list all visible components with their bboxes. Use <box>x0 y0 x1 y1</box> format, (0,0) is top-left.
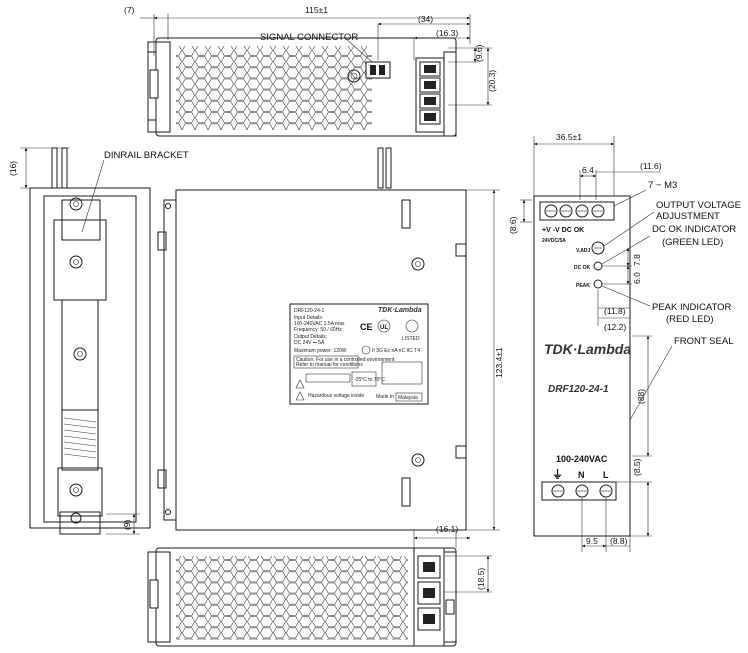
front-view: 36.5±1 6.4 (11.6) (8.6) +V -V DC OK 24VD… <box>508 132 741 552</box>
n-label: N <box>578 470 585 480</box>
nameplate-brand: TDK·Lambda <box>378 307 422 314</box>
nameplate-input-line1: 100-240VAC 1.5A max <box>294 321 345 327</box>
dim-overall-width: 115±1 <box>305 5 328 15</box>
input-terminals <box>551 484 613 498</box>
peak-indicator-label: PEAK INDICATOR <box>652 302 731 313</box>
dim-8-6: (8.6) <box>508 216 518 234</box>
bottom-view: (16.1) (18.5) <box>147 524 492 647</box>
dim-bottom-pitch: (18.5) <box>476 568 486 590</box>
dim-terminal-span: (16.3) <box>436 28 458 38</box>
nameplate-input-title: Input Details: <box>294 315 323 321</box>
input-label: 100-240VAC <box>556 454 608 464</box>
nameplate-warn2: Refer to manual for conditions <box>296 362 363 368</box>
dim-top-offset: (16) <box>8 161 18 176</box>
dim-main-height: 123.4±1 <box>494 347 504 378</box>
nameplate-cert: II 3G Ex nA nC IIC T4 <box>372 348 420 354</box>
dim-pitch-6-4: 6.4 <box>582 165 594 175</box>
dim-8-5: (8.5) <box>632 458 642 476</box>
main-view: 123.4±1 DRF120-24-1 TDK·Lambda Input Det… <box>157 147 504 531</box>
dim-left-offset: (7) <box>124 5 135 15</box>
front-brand: TDK·Lambda <box>544 341 631 357</box>
front-seal-label: FRONT SEAL <box>674 336 733 347</box>
nameplate-model: DRF120-24-1 <box>294 308 325 314</box>
screws-label: 7 − M3 <box>648 180 677 191</box>
dim-7-8: 7.8 <box>632 254 642 266</box>
listed-label: LISTED <box>402 336 420 342</box>
ul-mark: UL <box>380 325 388 331</box>
nameplate-made-in: Made In <box>376 394 394 400</box>
dc-ok-indicator-label: DC OK INDICATOR <box>652 224 736 235</box>
dim-pitch-9-6: (9.6) <box>474 44 484 62</box>
dim-6-0: 6.0 <box>632 272 642 284</box>
nameplate-input-line2: Frequency: 50 / 60Hz <box>294 327 342 333</box>
red-led-label: (RED LED) <box>666 314 714 325</box>
bottom-terminals <box>417 555 441 631</box>
nameplate-warn3: Hazardous voltage inside <box>308 393 364 399</box>
nameplate-warn1: Caution: For use in a controlled environ… <box>296 357 395 363</box>
l-label: L <box>603 470 609 480</box>
nameplate-output-line2: Maximum power: 120W <box>294 348 347 354</box>
nameplate-temp: -25°C to 70°C <box>354 377 385 383</box>
terminal-labels: +V -V DC OK <box>542 227 584 234</box>
dcok-panel-label: DC OK <box>574 265 591 271</box>
nameplate-output-line1: DC 24V ⎓ 5A <box>294 340 325 346</box>
peak-panel-label: PEAK <box>576 283 590 289</box>
front-model: DRF120-24-1 <box>548 384 609 395</box>
dim-9-5: 9.5 <box>586 536 598 546</box>
ground-symbol: ⏚ <box>552 468 563 481</box>
side-view: (16) DINRAIL BRACKET (9) <box>8 147 189 535</box>
dinrail-bracket-label: DINRAIL BRACKET <box>104 150 189 161</box>
green-led-label: (GREEN LED) <box>662 237 723 248</box>
dim-pitch-20-3: (20.3) <box>487 70 497 92</box>
dim-8-8: (8.8) <box>610 536 628 546</box>
rating-label: 24VDC/5A <box>542 238 566 244</box>
dim-pitch-11-6: (11.6) <box>640 161 662 171</box>
dim-front-width: 36.5±1 <box>556 132 582 142</box>
adjustment-label: ADJUSTMENT <box>656 211 720 222</box>
vadj-label: V.ADJ <box>576 248 590 254</box>
top-view: (7) 115±1 (34) (16.3) (9.6) (20.3) SIGNA… <box>124 5 497 137</box>
dim-11-8: (11.8) <box>604 306 626 316</box>
output-voltage-label: OUTPUT VOLTAGE <box>656 200 741 211</box>
top-terminals <box>419 61 441 125</box>
front-terminals <box>544 204 605 218</box>
dim-bottom-offset: (9) <box>122 519 132 530</box>
nameplate: DRF120-24-1 TDK·Lambda Input Details: 10… <box>289 303 429 405</box>
dim-12-2: (12.2) <box>604 322 626 332</box>
dim-bottom-terminal-span: (16.1) <box>436 524 458 534</box>
signal-connector-label: SIGNAL CONNECTOR <box>260 32 358 43</box>
dim-88: (88) <box>636 389 646 404</box>
nameplate-country: Malaysia <box>398 395 418 401</box>
nameplate-output-title: Output Details: <box>294 334 327 340</box>
dim-connector-span: (34) <box>418 14 433 24</box>
ce-mark: CE <box>360 322 373 332</box>
